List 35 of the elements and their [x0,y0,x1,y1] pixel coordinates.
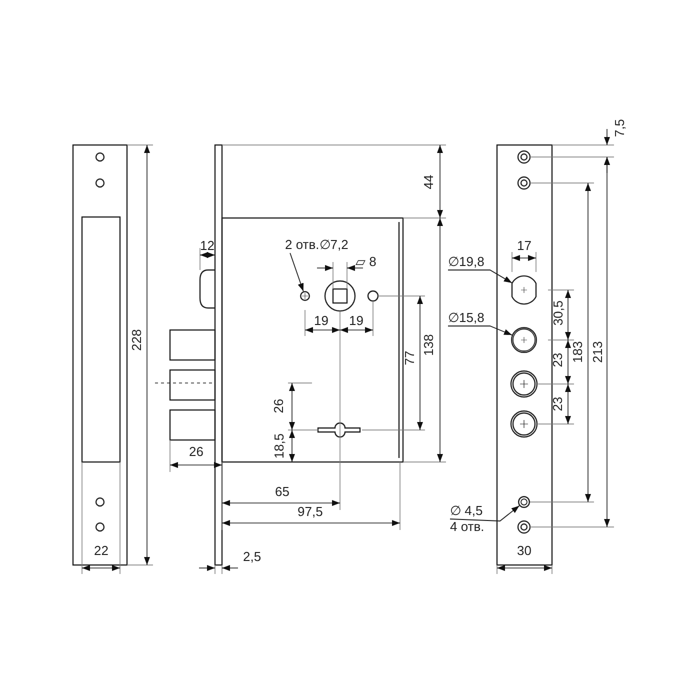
dimension-value: 12 [200,239,214,253]
dimension-value: 65 [275,485,290,499]
dimension-value: 26 [272,398,286,414]
dimension-value: 26 [189,445,204,459]
dimension-value: 44 [422,174,436,190]
leader-line [448,270,512,284]
dimension-value: ▱ 8 [356,255,376,269]
leader-line [448,326,512,336]
dimension-value: 19 [314,314,328,328]
dimension-value: 18,5 [272,433,286,459]
callout-text: ∅ 4,5 4 отв. [450,503,484,535]
cylinder-hole [510,276,538,304]
mounting-hole [300,291,310,301]
callout-text: ∅15,8 [448,310,484,326]
dimension-value: 23 [551,352,566,368]
dimension-value: 138 [422,334,436,356]
dimension-value: 23 [551,396,566,412]
dimension-value: 30 [517,544,532,558]
callout-text: ∅19,8 [448,254,484,270]
dimension-value: 22 [94,544,108,558]
round-hole [511,327,537,353]
dimension-value: 17 [517,239,532,253]
leader-line [450,505,520,522]
dimension-value: 2,5 [243,550,262,564]
dimension-value: 183 [570,341,585,363]
dimension-value: 19 [349,314,364,328]
dimension-value: 7,5 [613,118,628,138]
screw-hole [518,496,530,508]
dimension-value: 77 [403,350,418,366]
dimension-value: 213 [590,341,605,363]
dimension-value: 228 [130,329,144,351]
leader-line [290,252,304,292]
dimension-value: 30,5 [551,300,566,326]
dimension-value: 97,5 [298,505,323,519]
callout-text: 2 отв.∅7,2 [285,237,348,253]
